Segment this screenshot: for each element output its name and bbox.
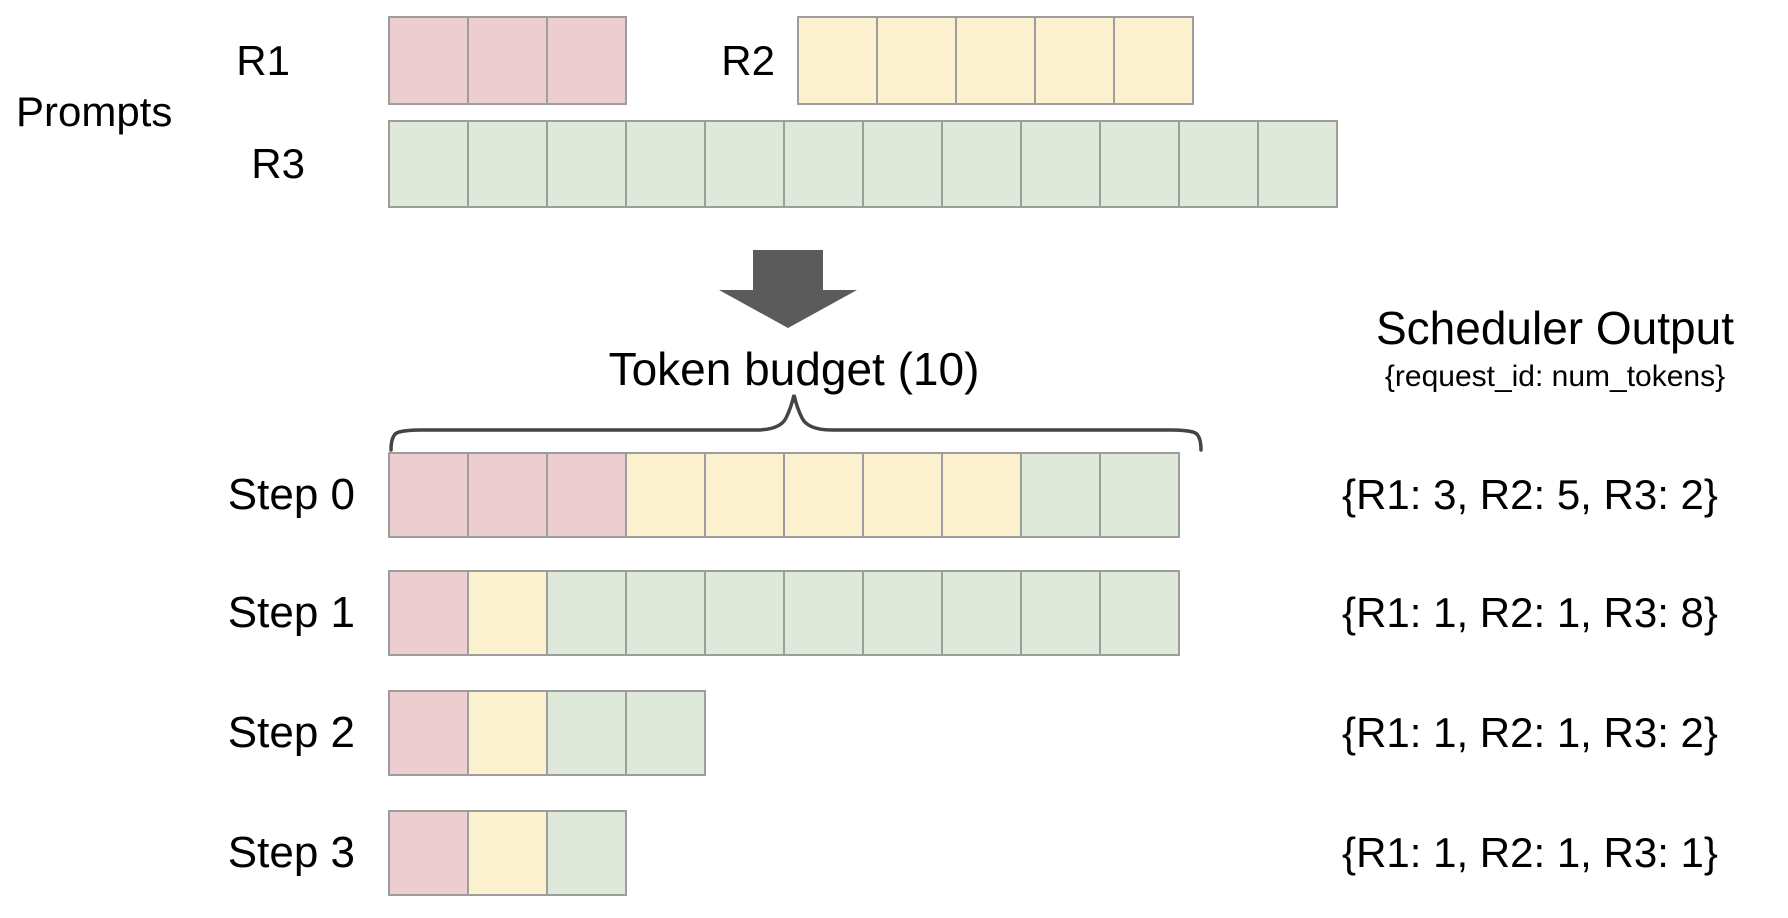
token-cell-green	[1178, 120, 1259, 208]
token-cell-yellow	[467, 810, 548, 896]
token-cell-yellow	[467, 570, 548, 656]
step-label-1: Step 1	[227, 588, 355, 637]
step-label-3: Step 3	[227, 828, 355, 877]
step-row-0-cells	[388, 452, 1180, 538]
token-cell-pink	[388, 690, 469, 776]
prompt-row-r3-cells	[388, 120, 1338, 208]
row-label-r1: R1	[236, 36, 290, 84]
token-cell-yellow	[862, 452, 943, 538]
scheduler-output-0: {R1: 3, R2: 5, R3: 2}	[1342, 471, 1718, 518]
token-cell-green	[783, 570, 864, 656]
token-cell-yellow	[467, 690, 548, 776]
token-cell-green	[783, 120, 864, 208]
prompt-row-r2-cells	[797, 16, 1194, 105]
token-cell-green	[862, 120, 943, 208]
token-cell-yellow	[625, 452, 706, 538]
step-row-2-cells	[388, 690, 706, 776]
token-cell-green	[546, 120, 627, 208]
token-cell-green	[1020, 570, 1101, 656]
prompt-row-r1-cells	[388, 16, 627, 105]
scheduler-output-title: Scheduler Output	[1375, 302, 1734, 354]
token-cell-green	[1020, 120, 1101, 208]
token-cell-yellow	[797, 16, 878, 105]
step-label-2: Step 2	[227, 708, 355, 757]
token-cell-pink	[388, 16, 469, 105]
token-cell-green	[467, 120, 548, 208]
token-cell-green	[625, 690, 706, 776]
row-label-r2: R2	[721, 36, 775, 84]
token-cell-green	[1257, 120, 1338, 208]
token-cell-pink	[388, 570, 469, 656]
token-cell-yellow	[1034, 16, 1115, 105]
prompts-label: Prompts	[16, 88, 173, 135]
token-cell-green	[546, 690, 627, 776]
token-cell-yellow	[955, 16, 1036, 105]
token-cell-green	[546, 810, 627, 896]
down-arrow-icon	[714, 250, 862, 328]
token-cell-green	[1020, 452, 1101, 538]
token-cell-yellow	[704, 452, 785, 538]
token-cell-green	[1099, 570, 1180, 656]
token-cell-green	[625, 120, 706, 208]
token-cell-pink	[388, 452, 469, 538]
step-label-0: Step 0	[227, 470, 355, 519]
token-cell-yellow	[783, 452, 864, 538]
token-cell-pink	[388, 810, 469, 896]
token-cell-green	[704, 120, 785, 208]
token-cell-green	[625, 570, 706, 656]
step-row-3-cells	[388, 810, 627, 896]
token-budget-label: Token budget (10)	[608, 343, 980, 395]
curly-brace-icon	[388, 392, 1204, 454]
token-cell-yellow	[876, 16, 957, 105]
token-cell-green	[862, 570, 943, 656]
token-cell-green	[388, 120, 469, 208]
scheduler-output-1: {R1: 1, R2: 1, R3: 8}	[1342, 589, 1718, 636]
token-cell-pink	[467, 452, 548, 538]
token-cell-yellow	[1113, 16, 1194, 105]
row-label-r3: R3	[251, 140, 305, 187]
token-cell-green	[941, 570, 1022, 656]
token-cell-pink	[546, 452, 627, 538]
token-cell-green	[1099, 120, 1180, 208]
token-cell-pink	[467, 16, 548, 105]
token-cell-pink	[546, 16, 627, 105]
scheduler-output-subtitle: {request_id: num_tokens}	[1384, 360, 1726, 393]
token-cell-green	[546, 570, 627, 656]
token-cell-green	[1099, 452, 1180, 538]
scheduler-output-2: {R1: 1, R2: 1, R3: 2}	[1342, 709, 1718, 756]
token-cell-yellow	[941, 452, 1022, 538]
scheduler-output-3: {R1: 1, R2: 1, R3: 1}	[1342, 829, 1718, 876]
step-row-1-cells	[388, 570, 1180, 656]
token-cell-green	[941, 120, 1022, 208]
token-cell-green	[704, 570, 785, 656]
